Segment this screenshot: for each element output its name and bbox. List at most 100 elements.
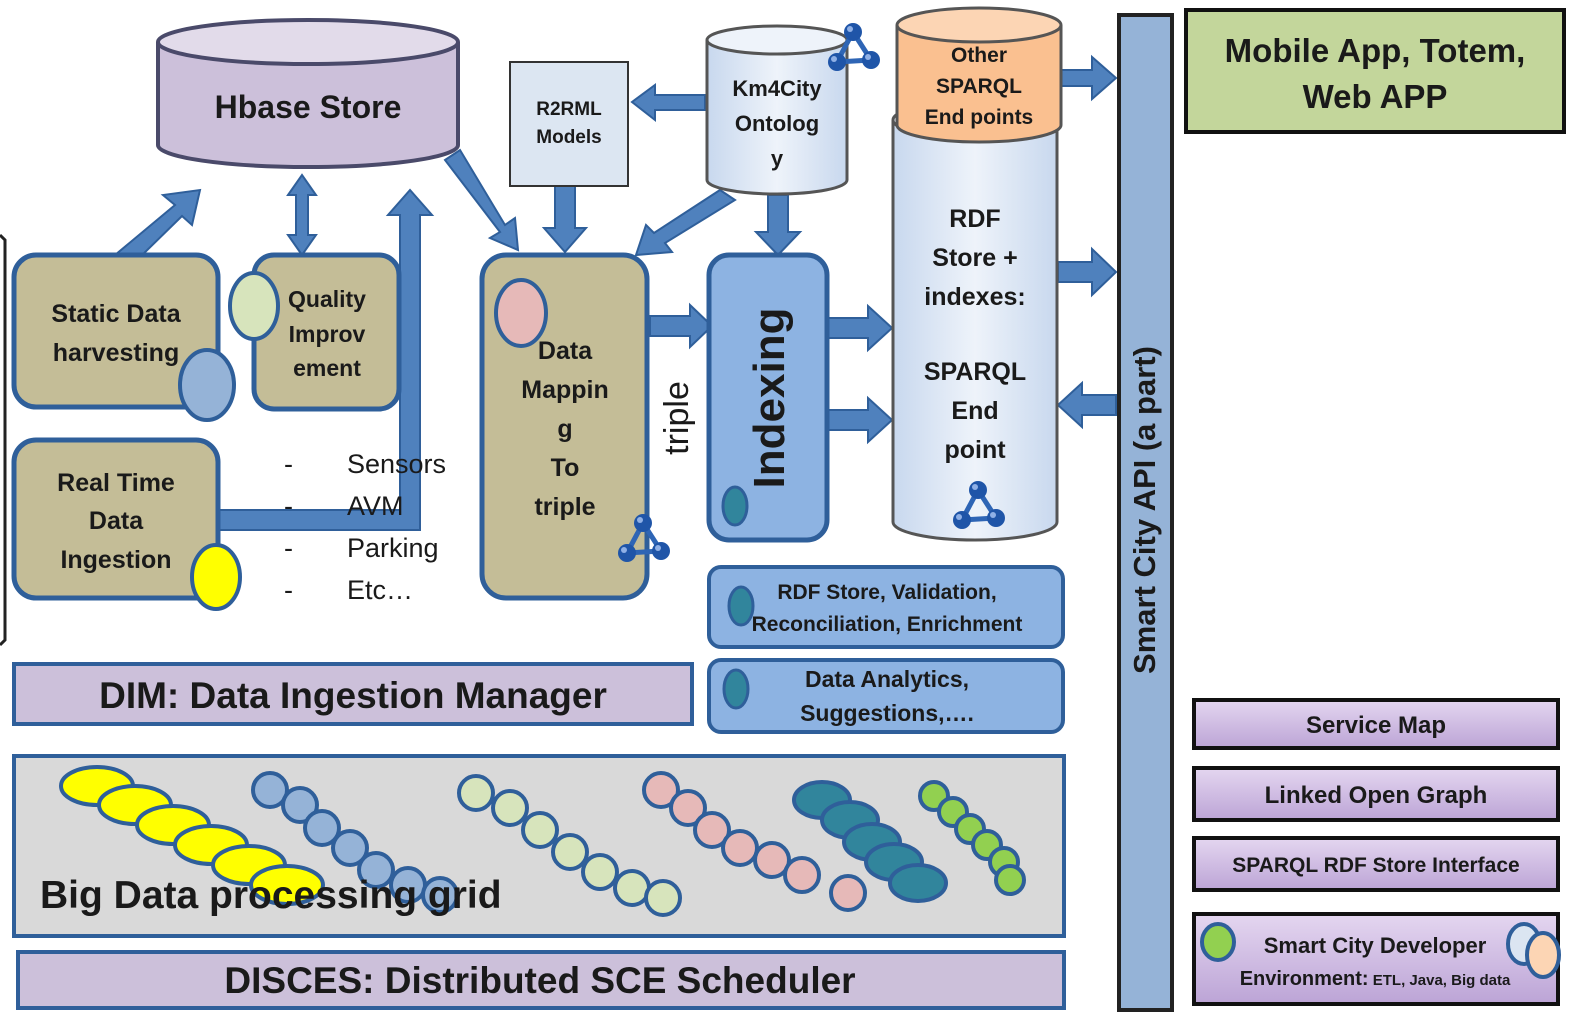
source-item: Parking <box>347 533 439 563</box>
indexing-process-dot <box>721 485 749 527</box>
data-analytics-box <box>707 658 1065 734</box>
grid-dot-lightgreen <box>644 879 682 917</box>
developer-environment-word: Environment: <box>1240 968 1369 990</box>
rdf-validation-box <box>707 565 1065 649</box>
source-item: AVM <box>347 491 404 521</box>
source-bullet: - <box>284 533 293 563</box>
service-map-button[interactable] <box>1192 698 1560 750</box>
km4city-label-line2: Ontolog <box>735 111 819 136</box>
developer-environment-button[interactable] <box>1192 912 1560 1006</box>
rdf-store-label-line5: End <box>951 397 998 425</box>
mobile-app-label-line1: Mobile App, Totem, <box>1225 32 1526 69</box>
rdf-store-label-line6: point <box>944 436 1006 464</box>
dim-label: DIM: Data Ingestion Manager <box>99 675 607 716</box>
quality-label-line3: ement <box>293 355 361 381</box>
grid-dot-blue <box>331 829 369 867</box>
realtime-ingestion-box <box>11 437 221 601</box>
big-data-grid-label: Big Data processing grid <box>40 874 502 917</box>
grid-dot-blue <box>357 851 395 889</box>
grid-dot-pink <box>669 789 707 827</box>
hbase-store-label: Hbase Store <box>215 89 402 125</box>
rdf-store-label-line4: SPARQL <box>924 358 1026 386</box>
analytics-label-line2: Suggestions,…. <box>800 700 974 726</box>
realtime-label-line1: Real Time <box>57 469 175 497</box>
linked-open-graph-label: Linked Open Graph <box>1265 782 1488 809</box>
mobile-app-box <box>1184 8 1566 134</box>
other-sparql-label-line3: End points <box>925 106 1034 129</box>
source-item: Etc… <box>347 575 413 605</box>
grid-dot-pink <box>721 829 759 867</box>
grid-dot-pink <box>693 811 731 849</box>
grid-dot-lightgreen <box>613 869 651 907</box>
km4city-label-line3: y <box>771 146 784 171</box>
rdf-store-cylinder <box>891 100 1059 542</box>
flow-arrows <box>113 54 1118 531</box>
rdf-store-label-line2: Store + <box>932 244 1017 272</box>
developer-label-line2: Environment: ETL, Java, Big data <box>1240 968 1511 990</box>
data-sources-list: - Sensors - AVM - Parking - Etc… <box>284 449 446 605</box>
r2rml-label-line2: Models <box>536 127 601 148</box>
grid-dot-blue <box>421 876 459 914</box>
km4city-label-line1: Km4City <box>732 76 822 101</box>
r2rml-label-line1: R2RML <box>536 99 602 120</box>
grid-process-dots <box>59 765 1026 917</box>
service-map-label: Service Map <box>1306 712 1446 739</box>
static-data-label-line2: harvesting <box>53 339 179 367</box>
smart-city-api-bar <box>1117 13 1174 1012</box>
disces-label: DISCES: Distributed SCE Scheduler <box>224 960 855 1001</box>
developer-environment-details: ETL, Java, Big data <box>1369 972 1511 989</box>
grid-dot-lightgreen <box>581 853 619 891</box>
grid-dot-blue <box>303 809 341 847</box>
linked-open-graph-button[interactable] <box>1192 766 1560 822</box>
grid-dot-yellow <box>249 864 325 906</box>
r2rml-models-box <box>509 61 629 187</box>
validation-process-dot <box>727 585 755 627</box>
source-item: Sensors <box>347 449 446 479</box>
other-sparql-label-line2: SPARQL <box>936 75 1022 98</box>
grid-dot-blue <box>251 771 289 809</box>
mapping-process-dot <box>494 278 548 348</box>
static-data-label-line1: Static Data <box>51 300 181 328</box>
mapping-label-line5: triple <box>534 493 595 521</box>
grid-dot-green <box>994 864 1026 896</box>
mobile-app-label-line2: Web APP <box>1303 78 1448 115</box>
mapping-label-line1: Data <box>538 337 593 365</box>
realtime-label-line3: Ingestion <box>60 546 171 574</box>
grid-dot-lightgreen <box>521 811 559 849</box>
static-data-harvesting-box <box>11 252 221 410</box>
rdf-store-label-line1: RDF <box>949 205 1000 233</box>
realtime-process-dot <box>190 543 242 611</box>
developer-process-dot-green <box>1200 922 1236 962</box>
dim-bar <box>12 662 694 726</box>
quality-label-line1: Quality <box>288 286 366 312</box>
developer-process-dot-orange <box>1525 931 1561 979</box>
source-bullet: - <box>284 491 293 521</box>
mapping-label-line4: To <box>551 454 580 482</box>
grid-dot-lightgreen <box>551 833 589 871</box>
realtime-label-line2: Data <box>89 507 144 535</box>
developer-label-line1: Smart City Developer <box>1264 933 1487 958</box>
grid-dot-blue <box>281 786 319 824</box>
indexing-label: Indexing <box>745 308 794 489</box>
static-data-process-dot <box>178 348 236 422</box>
indexing-box <box>706 252 830 543</box>
source-bullet: - <box>284 575 293 605</box>
grid-dot-lightgreen <box>491 789 529 827</box>
sparql-interface-label: SPARQL RDF Store Interface <box>1232 854 1519 877</box>
rdf-validation-label-line1: RDF Store, Validation, <box>777 581 996 604</box>
disces-bar <box>16 950 1066 1010</box>
analytics-process-dot <box>722 668 750 710</box>
grid-dot-teal <box>888 863 948 903</box>
quality-process-dot <box>228 271 280 341</box>
triple-flow-label: triple <box>658 381 696 455</box>
hbase-store-cylinder <box>156 18 460 169</box>
grid-dot-pink <box>642 771 680 809</box>
mapping-label-line2: Mappin <box>521 376 609 404</box>
mapping-label-line3: g <box>557 415 572 443</box>
left-edge-bracket <box>0 233 7 647</box>
rdf-validation-label-line2: Reconciliation, Enrichment <box>752 613 1023 636</box>
grid-dot-pink <box>783 856 821 894</box>
rdf-store-label-line3: indexes: <box>924 283 1025 311</box>
sparql-interface-button[interactable] <box>1192 836 1560 892</box>
